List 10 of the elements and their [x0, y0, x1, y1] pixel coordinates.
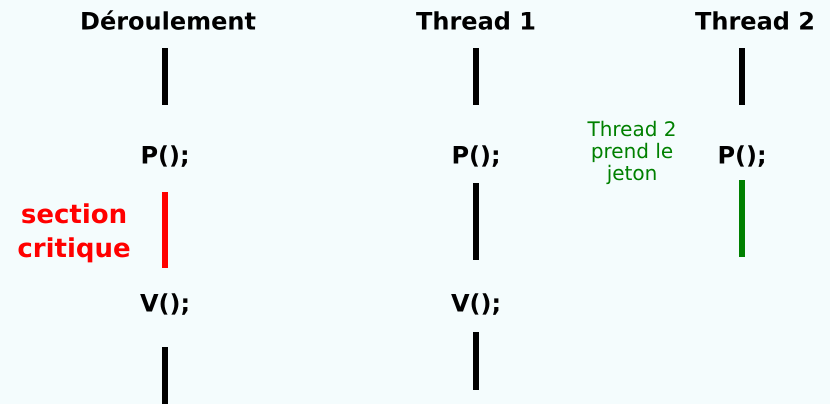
- code-text: V();: [450, 290, 502, 318]
- annotation-text: Thread 2 prend le jeton: [586, 118, 678, 184]
- column-heading: Thread 1: [416, 8, 536, 36]
- code-text: P();: [451, 142, 501, 170]
- column-heading: Déroulement: [80, 8, 256, 36]
- column-heading: Thread 2: [695, 8, 815, 36]
- annotation-text: section critique: [16, 199, 132, 266]
- code-text: P();: [717, 142, 767, 170]
- code-text: V();: [140, 290, 190, 318]
- code-text: P();: [140, 142, 190, 170]
